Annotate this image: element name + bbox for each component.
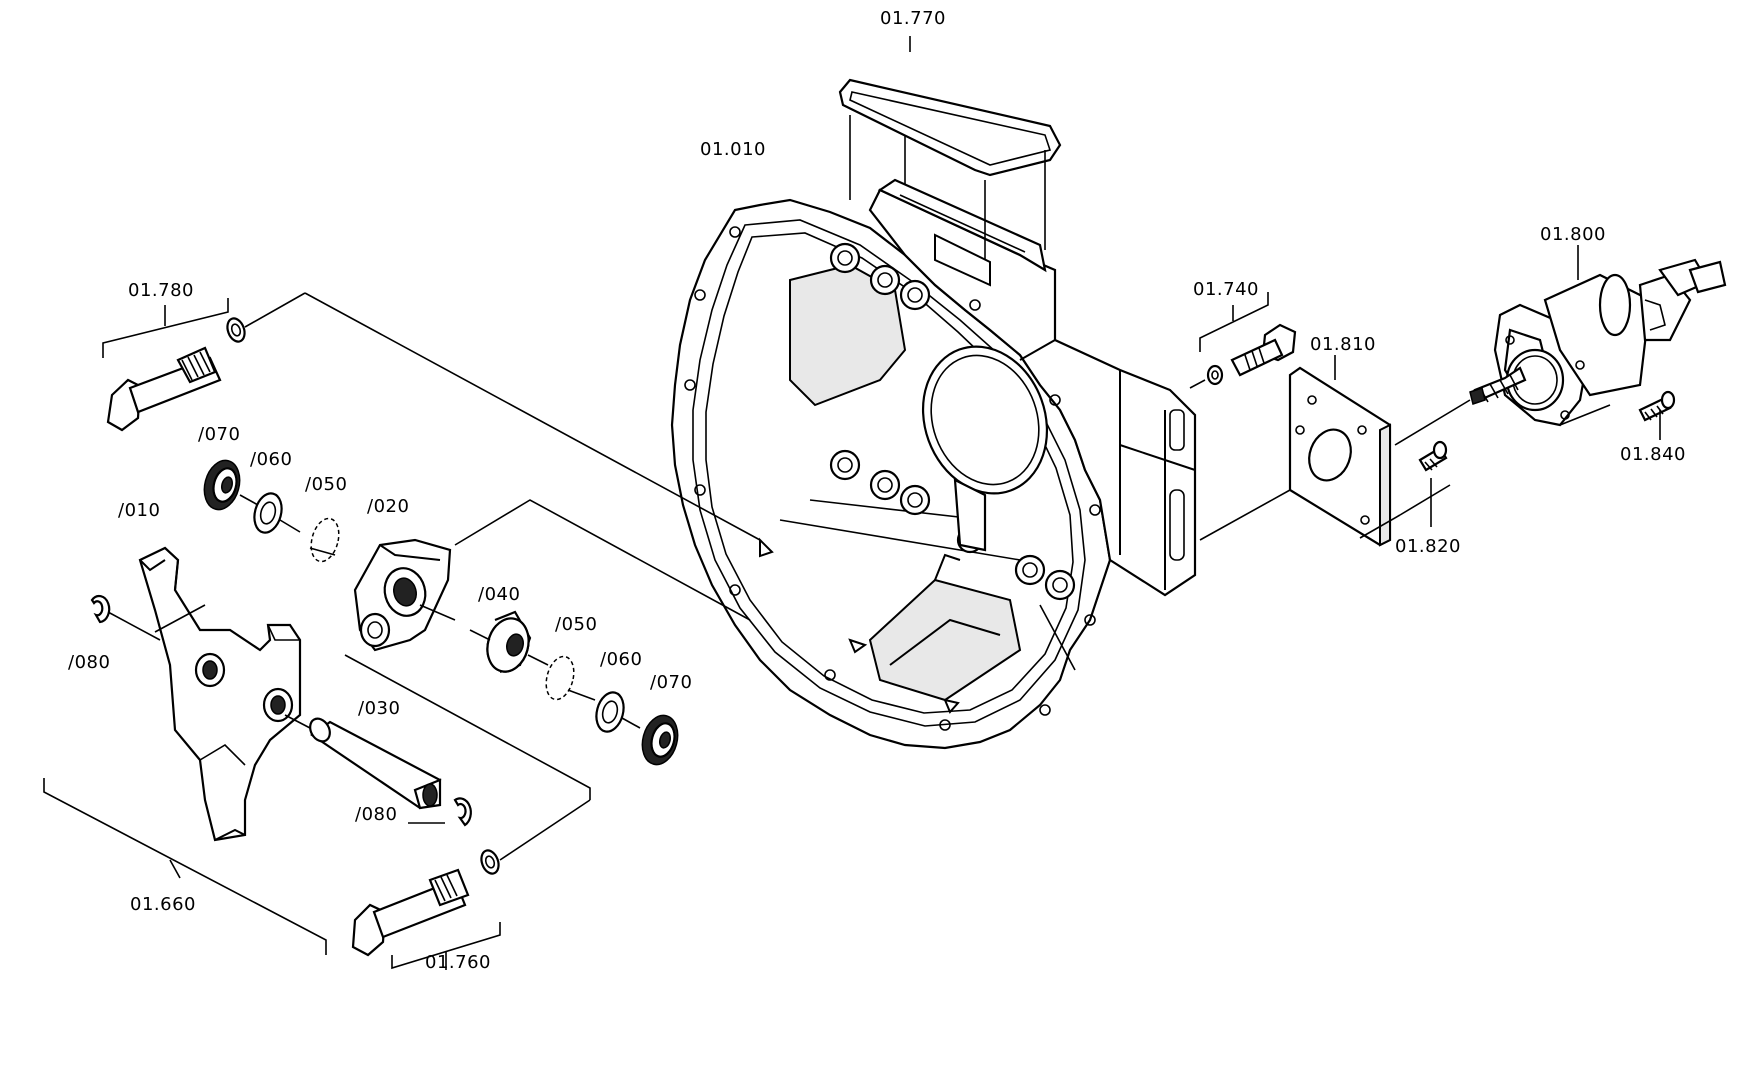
adapter-plate — [1199, 355, 1401, 547]
label-seal-lower: /070 — [650, 672, 692, 693]
bolt-lower — [344, 654, 591, 970]
label-circlip-lower: /050 — [555, 614, 597, 635]
part-labels: 01.770 01.010 01.780 01.740 01.800 01.81… — [68, 8, 1686, 973]
seal-upper — [203, 459, 259, 511]
washer-lower — [595, 691, 641, 733]
flange-holes — [684, 226, 1101, 731]
cover-gasket — [838, 36, 1062, 260]
bolt-right — [1189, 292, 1297, 389]
label-screw-actuator: 01.840 — [1620, 444, 1686, 465]
circlip-lower — [545, 655, 596, 701]
bearing — [469, 610, 549, 674]
bearing-block — [353, 499, 751, 652]
label-bolt-lower: 01.760 — [425, 952, 491, 973]
label-housing: 01.010 — [700, 139, 766, 160]
washer-upper — [253, 492, 301, 534]
label-bolt-upper-left: 01.780 — [128, 280, 194, 301]
housing-bosses — [829, 242, 1076, 601]
fork-assembly-bracket — [43, 778, 327, 955]
label-bearing-block: /020 — [367, 496, 409, 517]
label-bolt-right: 01.740 — [1193, 279, 1259, 300]
actuator-cylinder — [1394, 245, 1727, 446]
label-circlip-upper: /050 — [305, 474, 347, 495]
label-cover-gasket: 01.770 — [880, 8, 946, 29]
label-retaining-ring-shaft: /080 — [355, 804, 397, 825]
fork-shaft — [284, 714, 442, 810]
seal-lower — [641, 714, 679, 766]
label-actuator: 01.800 — [1540, 224, 1606, 245]
label-seal-upper: /070 — [198, 424, 240, 445]
label-fork: /010 — [118, 500, 160, 521]
screw-small — [1399, 440, 1451, 527]
label-washer-lower: /060 — [600, 649, 642, 670]
label-fork-assembly: 01.660 — [130, 894, 196, 915]
retaining-ring-shaft — [408, 797, 472, 827]
label-washer-upper: /060 — [250, 449, 292, 470]
label-shaft: /030 — [358, 698, 400, 719]
label-bearing: /040 — [478, 584, 520, 605]
label-screw-small: 01.820 — [1395, 536, 1461, 557]
retaining-ring-left — [90, 595, 161, 641]
clutch-housing — [670, 178, 1197, 750]
label-retaining-ring-left: /080 — [68, 652, 110, 673]
circlip-upper — [309, 517, 340, 563]
label-adapter-plate: 01.810 — [1310, 334, 1376, 355]
bolt-upper-left — [102, 292, 761, 541]
release-fork — [138, 546, 302, 842]
screw-actuator — [1638, 390, 1676, 440]
